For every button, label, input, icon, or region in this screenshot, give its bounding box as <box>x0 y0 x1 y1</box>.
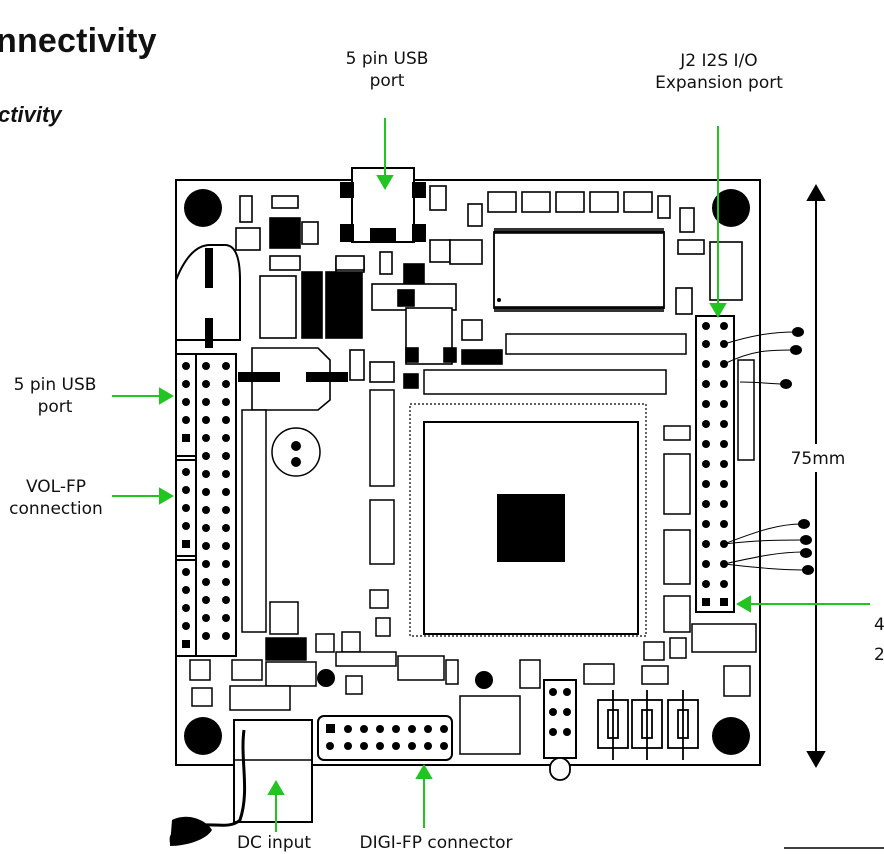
left-header-pins <box>182 362 230 648</box>
callout-usb-left-line2: port <box>37 397 73 417</box>
section-title: nnectivity <box>0 22 157 60</box>
bottom-switch-header <box>543 679 577 781</box>
j2-wire-ends <box>780 327 814 575</box>
callout-volfp-line2: connection <box>9 499 103 519</box>
dimension-line <box>806 183 826 769</box>
right-of-cpu-components <box>643 425 757 661</box>
section-subtitle: ctivity <box>0 102 62 127</box>
left-of-cpu-components <box>241 389 395 637</box>
callout-usb-top-line1: 5 pin USB <box>345 49 429 69</box>
mounting-hole-top-left <box>184 189 222 227</box>
mounting-hole-top-right <box>712 189 750 227</box>
bottom-components <box>189 631 751 755</box>
digi-fp-pins <box>326 724 448 750</box>
mid-components <box>335 239 503 389</box>
led-dot-2 <box>475 671 493 689</box>
right-edge-label-2: 2 <box>874 645 884 665</box>
resistor-row-above-cpu <box>423 333 687 395</box>
cpu-chip <box>409 403 647 637</box>
callout-usb-top-line2: port <box>369 71 405 91</box>
push-buttons <box>597 690 699 760</box>
j2-jumper-wires <box>723 331 807 571</box>
callout-usb-left-line1: 5 pin USB <box>13 375 97 395</box>
callout-volfp-line1: VOL-FP <box>25 477 87 497</box>
callout-dc-input: DC input <box>236 833 312 853</box>
callout-digi-fp: DIGI-FP connector <box>359 833 513 853</box>
dimension-label: 75mm <box>790 449 846 469</box>
right-edge-label-1: 4 <box>874 615 884 635</box>
dc-jack <box>169 719 313 846</box>
memory-chip-top <box>493 228 665 312</box>
top-resistor-arrays <box>429 185 743 315</box>
callout-arrows <box>112 118 870 832</box>
callout-j2-line1: J2 I2S I/O <box>680 51 758 71</box>
digi-fp-header <box>317 715 453 761</box>
test-point <box>271 427 321 477</box>
callout-usb-left: 5 pin USB port <box>12 374 98 418</box>
callout-j2-line2: Expansion port <box>655 73 783 93</box>
top-left-components <box>235 195 365 339</box>
mounting-hole-bottom-left <box>184 717 222 755</box>
callout-volfp: VOL-FP connection <box>2 476 110 520</box>
led-dot-1 <box>317 669 335 687</box>
mounting-hole-bottom-right <box>712 717 750 755</box>
battery-holder <box>175 244 241 348</box>
callout-usb-top: 5 pin USB port <box>345 48 429 92</box>
j2-pins <box>702 322 728 606</box>
callout-j2: J2 I2S I/O Expansion port <box>648 50 790 94</box>
